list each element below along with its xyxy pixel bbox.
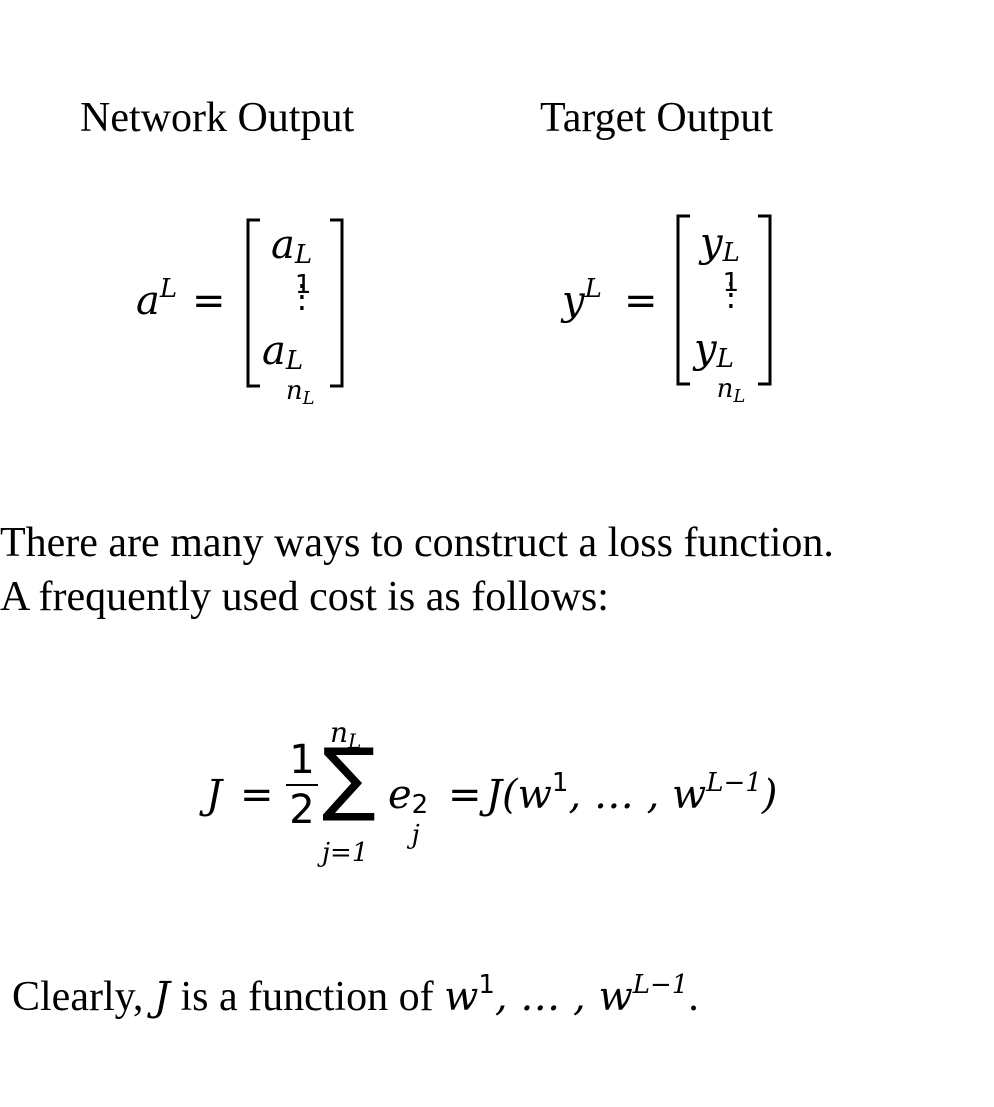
conclusion-sentence: Clearly, J is a function of w1, … , wL−1…	[12, 970, 699, 1020]
cost-fraction: 1 2	[282, 738, 322, 832]
paragraph-line-1: There are many ways to construct a loss …	[0, 520, 834, 566]
fraction-numerator: 1	[289, 737, 315, 783]
paragraph-line-2: A frequently used cost is as follows:	[0, 574, 609, 620]
sum-symbol: ∑	[322, 731, 376, 824]
network-lhs-sup: L	[159, 274, 178, 304]
network-vdots: ⋮	[286, 277, 318, 315]
target-output-heading: Target Output	[540, 95, 774, 141]
target-matrix-brackets	[676, 214, 772, 386]
cost-equals: =	[240, 772, 274, 818]
network-lhs-base: a	[136, 278, 160, 324]
network-output-heading: Network Output	[80, 95, 355, 141]
cost-equals-2: =	[448, 772, 482, 818]
sum-upper-limit: nL	[330, 716, 362, 753]
target-vdots: ⋮	[715, 275, 747, 313]
network-equals: =	[192, 278, 226, 324]
target-lhs-base: y	[562, 278, 585, 324]
cost-lhs: J	[206, 772, 223, 818]
fraction-bar	[286, 784, 318, 786]
sum-lower-limit: j=1	[322, 838, 369, 868]
fraction-denominator: 2	[289, 787, 315, 833]
target-equals: =	[624, 278, 658, 324]
cost-rhs: J(w1, … , wL−1)	[486, 768, 778, 818]
network-matrix-brackets	[246, 218, 344, 388]
target-lhs-sup: L	[584, 274, 602, 304]
